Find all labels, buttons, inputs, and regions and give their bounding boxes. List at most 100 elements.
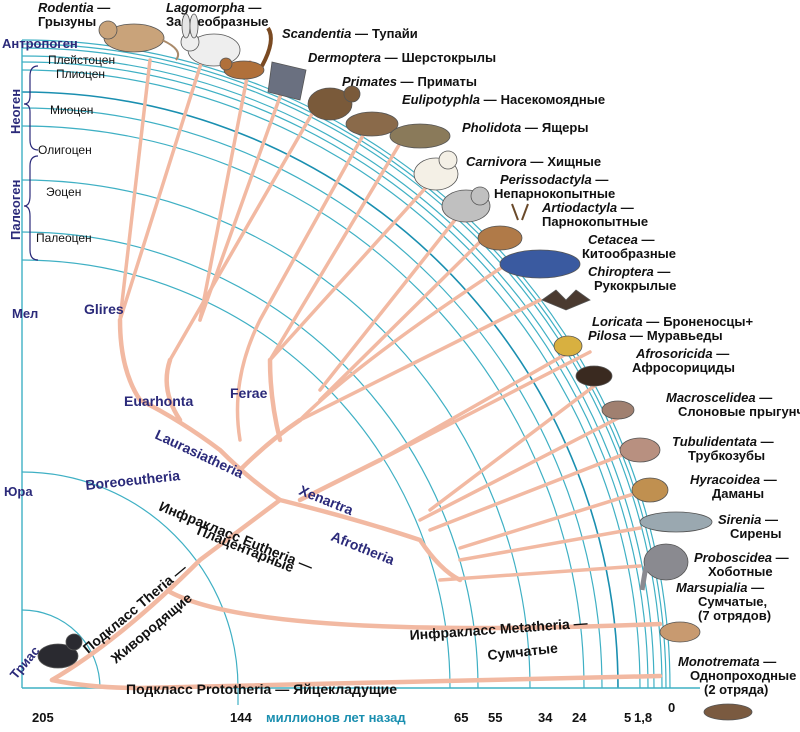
order-afrosoricida-ru: Афросорициды: [632, 360, 735, 375]
aardvark-icon: [619, 437, 661, 463]
branch-cetacea: [298, 260, 512, 422]
order-primates: Primates —Приматы: [342, 74, 477, 89]
epoch-pliocene: Плиоцен: [56, 67, 105, 81]
arc-miocene: [21, 125, 585, 689]
colugo-icon: [267, 61, 307, 101]
order-pilosa: Pilosa —Муравьеды: [588, 328, 723, 343]
tick-24: 24: [572, 710, 587, 725]
order-lagomorpha: Lagomorpha —: [166, 0, 261, 15]
period-braces: [23, 65, 39, 261]
order-marsupialia: Marsupialia —: [676, 580, 764, 595]
order-proboscidea: Proboscidea —: [694, 550, 789, 565]
arc-0: [21, 39, 671, 689]
period-cretaceous: Мел: [12, 306, 38, 321]
order-afrosoricida: Afrosoricida —: [635, 346, 729, 361]
whale-icon: [499, 249, 581, 279]
kangaroo-icon: [659, 621, 701, 643]
order-artiodactyla: Artiodactyla —: [541, 200, 634, 215]
order-marsupialia-extra: (7 отрядов): [698, 608, 771, 623]
axis-labels: 205 144 миллионов лет назад 65 55 34 24 …: [32, 700, 675, 725]
epoch-eocene: Эоцен: [46, 185, 81, 199]
period-neogen: Неоген: [8, 89, 23, 134]
order-scandentia: Scandentia —Тупайи: [282, 26, 418, 41]
hedgehog-icon: [345, 111, 399, 137]
order-chiroptera: Chiroptera —: [588, 264, 670, 279]
epoch-paleocene: Палеоцен: [36, 231, 92, 245]
arc-34: [21, 61, 649, 689]
order-labels: Rodentia — Грызуны Lagomorpha — Зайцеобр…: [38, 0, 800, 697]
tick-205: 205: [32, 710, 54, 725]
branch-dermoptera: [198, 78, 288, 322]
treeshrew-icon: [219, 26, 273, 80]
period-triassic: Триас: [7, 643, 43, 682]
order-rodentia: Rodentia —: [38, 0, 110, 15]
rabbit-icon: [180, 13, 241, 67]
deer-icon: [477, 203, 529, 251]
elephant-shrew-icon: [601, 400, 635, 420]
branch-sirenia: [458, 526, 642, 562]
armadillo-icon: [553, 335, 583, 357]
tick-55: 55: [488, 710, 502, 725]
order-eulipotyphla: Eulipotyphla —Насекомоядные: [402, 92, 605, 107]
order-loricata: Loricata —Броненосцы+: [592, 314, 753, 329]
order-marsupialia-ru: Сумчатые,: [698, 594, 767, 609]
order-macroscelidea: Macroscelidea —: [666, 390, 772, 405]
tick-144: 144: [230, 710, 252, 725]
arc-pliocene: [21, 107, 603, 689]
branch-euarhonta: [164, 357, 183, 423]
period-paleogen: Палеоген: [8, 180, 23, 240]
branch-glires: [117, 317, 143, 403]
order-chiroptera-ru: Рукокрылые: [594, 278, 676, 293]
rodent-icon: [98, 20, 180, 61]
branch-rodentia: [118, 58, 152, 322]
tick-5: 5: [624, 710, 631, 725]
branch-lagomorpha: [118, 52, 206, 322]
animal-illustrations: [37, 13, 753, 721]
clade-afrotheria: Afrotheria: [329, 528, 397, 568]
arc-triassic: [21, 609, 101, 689]
order-hyracoidea: Hyracoidea —: [690, 472, 777, 487]
branch-macroscelidea: [418, 410, 632, 522]
branches: [49, 52, 663, 691]
order-proboscidea-ru: Хоботные: [708, 564, 773, 579]
clade-euarhonta: Euarhonta: [124, 393, 193, 409]
brace-paleogen: [23, 155, 39, 261]
order-monotremata: Monotremata —: [678, 654, 776, 669]
arc-24: [21, 55, 655, 689]
arc-18: [21, 43, 667, 689]
arc-144: [21, 471, 239, 689]
branch-pilosa: [378, 350, 592, 462]
order-artiodactyla-ru: Парнокопытные: [542, 214, 648, 229]
arc-oligocene: [21, 179, 531, 689]
rhino-icon: [441, 186, 491, 223]
branch-artiodactyla: [318, 230, 492, 402]
order-rodentia-ru: Грызуны: [38, 14, 96, 29]
branch-chiroptera: [298, 298, 542, 422]
bat-icon: [541, 289, 591, 311]
polar-bear-icon: [413, 150, 459, 191]
branch-perissodactyla: [318, 204, 468, 392]
clade-glires: Glires: [84, 301, 124, 317]
branch-carnivora: [268, 170, 442, 362]
branch-proboscidea: [438, 564, 642, 582]
branch-laurasiatheria: [237, 417, 303, 473]
brace-neogen: [23, 65, 39, 151]
order-hyracoidea-ru: Даманы: [712, 486, 764, 501]
epoch-pleistocene: Плейстоцен: [48, 53, 115, 67]
tick-34: 34: [538, 710, 553, 725]
axis-title: миллионов лет назад: [266, 710, 406, 725]
anteater-icon: [575, 365, 613, 387]
order-pholidota: Pholidota —Ящеры: [462, 120, 588, 135]
epoch-miocene: Миоцен: [50, 103, 93, 117]
primate-icon: [307, 85, 361, 121]
label-prototheria: Подкласс Prototheria — Яйцекладущие: [126, 681, 397, 697]
branch-metatheria: [167, 589, 663, 631]
pangolin-icon: [389, 123, 451, 149]
order-dermoptera: Dermoptera —Шерстокрылы: [308, 50, 496, 65]
period-jurassic: Юра: [4, 484, 33, 499]
order-sirenia: Sirenia —: [718, 512, 778, 527]
time-labels: Антропоген Неоген Палеоген Мел Юра Триас…: [2, 36, 115, 682]
order-cetacea-ru: Китообразные: [582, 246, 676, 261]
label-marsupials: Сумчатые: [487, 640, 559, 663]
